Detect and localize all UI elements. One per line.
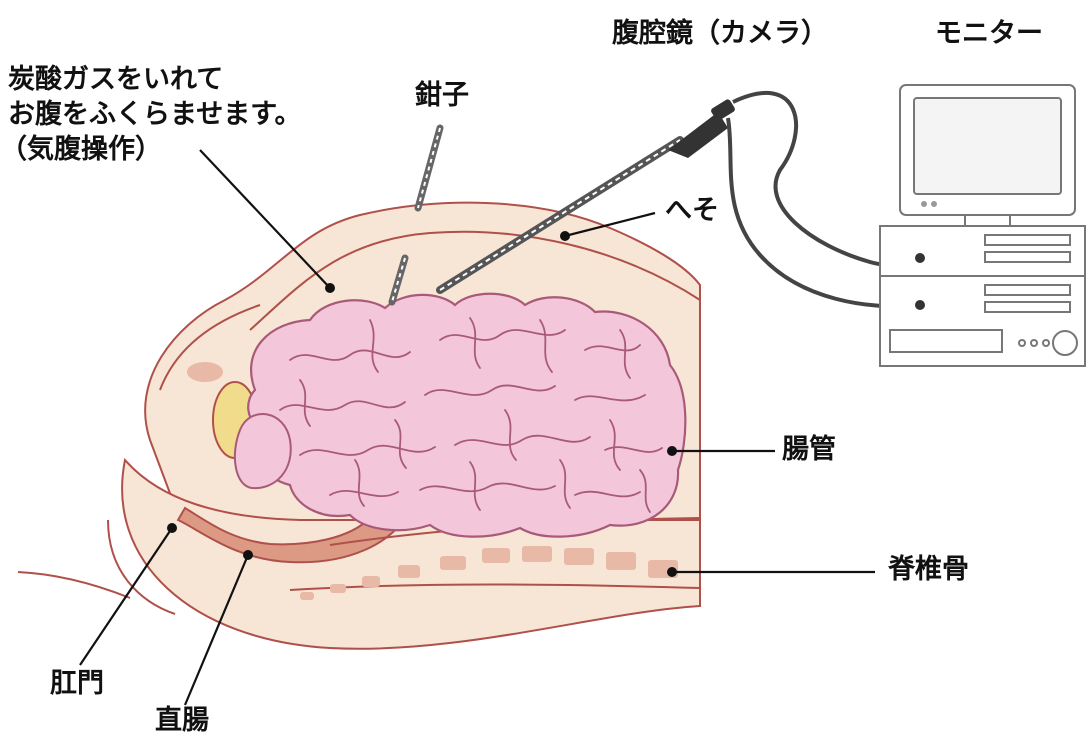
vertebra <box>522 546 552 562</box>
label-anus: 肛門 <box>50 668 104 700</box>
light-source-dial <box>1053 331 1077 355</box>
vertebra <box>606 552 636 570</box>
label-gas-insufflation: 炭酸ガスをいれて お腹をふくらませます。 （気腹操作） <box>8 62 302 167</box>
camera-unit-slot <box>985 252 1070 262</box>
camera-unit-slot <box>985 235 1070 245</box>
leader-anus <box>80 528 172 665</box>
vertebra <box>440 556 466 570</box>
label-forceps: 鉗子 <box>415 80 469 112</box>
leader-intestine-dot <box>667 446 677 456</box>
vertebra <box>300 592 314 600</box>
leader-spine-dot <box>667 567 677 577</box>
leader-gas-dot <box>325 283 335 293</box>
monitor-screen <box>914 98 1061 194</box>
monitor-led <box>921 201 927 207</box>
label-rectum: 直腸 <box>155 705 209 737</box>
label-navel: へそ <box>665 195 719 227</box>
label-spine: 脊椎骨 <box>888 554 969 586</box>
leader-navel-dot <box>560 231 570 241</box>
label-laparoscope: 腹腔鏡（カメラ） <box>612 18 828 50</box>
vertebra <box>482 548 510 563</box>
vertebra <box>398 565 420 578</box>
leader-anus-dot <box>167 523 177 533</box>
pubic-mark <box>187 362 223 382</box>
light-source-display <box>890 330 1002 352</box>
leader-gas <box>200 150 330 288</box>
light-source-slot <box>985 302 1070 312</box>
label-gas-line2: お腹をふくらませます。 <box>8 97 302 132</box>
camera-unit-port <box>915 253 925 263</box>
label-monitor: モニター <box>935 18 1043 50</box>
leader-rectum-dot <box>243 550 253 560</box>
light-source-port <box>915 300 925 310</box>
light-source-button <box>1043 340 1049 346</box>
monitor-led <box>931 201 937 207</box>
label-intestine: 腸管 <box>782 434 836 466</box>
label-gas-line1: 炭酸ガスをいれて <box>8 62 302 97</box>
intestine-mass <box>235 294 685 537</box>
light-source-button <box>1019 340 1025 346</box>
light-source-slot <box>985 285 1070 295</box>
vertebra <box>564 548 594 565</box>
leg-line <box>18 572 130 598</box>
vertebra <box>362 576 380 587</box>
light-source-button <box>1031 340 1037 346</box>
label-gas-line3: （気腹操作） <box>0 132 302 167</box>
vertebra <box>330 584 346 593</box>
monitor-equipment <box>880 85 1085 366</box>
